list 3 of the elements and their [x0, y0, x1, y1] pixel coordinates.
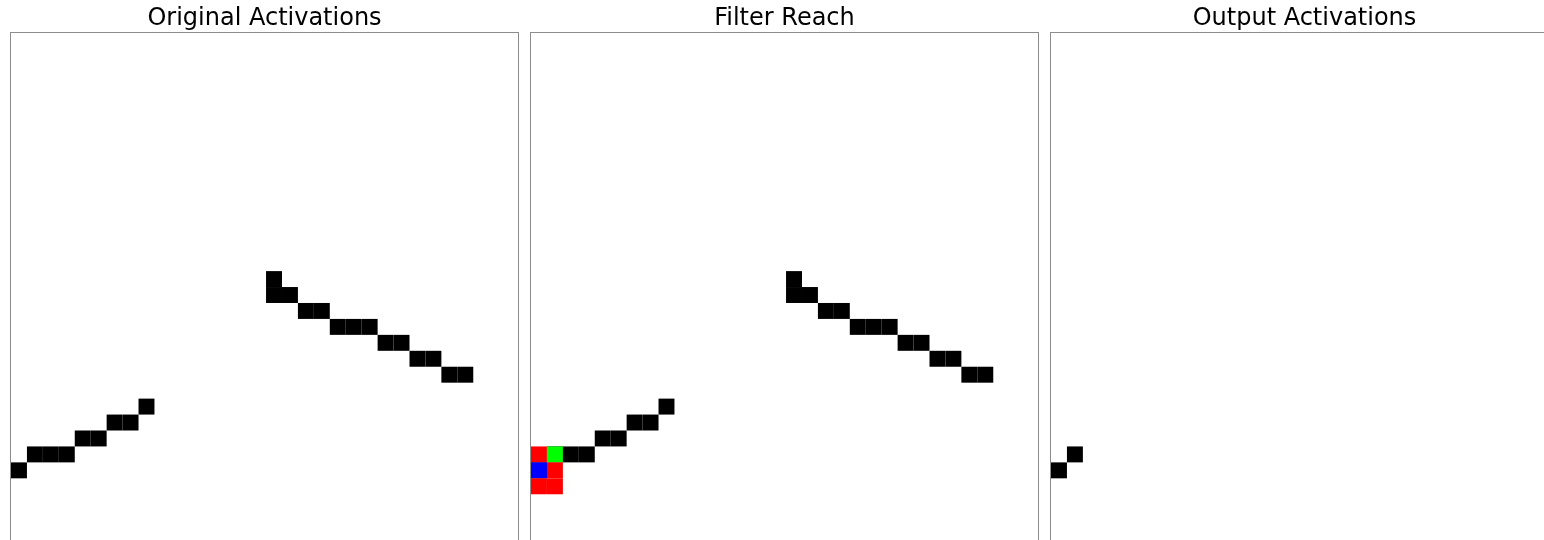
- panel-title: Filter Reach: [713, 3, 856, 31]
- panel-title: Original Activations: [146, 3, 383, 31]
- panel-title: Output Activations: [1191, 3, 1418, 31]
